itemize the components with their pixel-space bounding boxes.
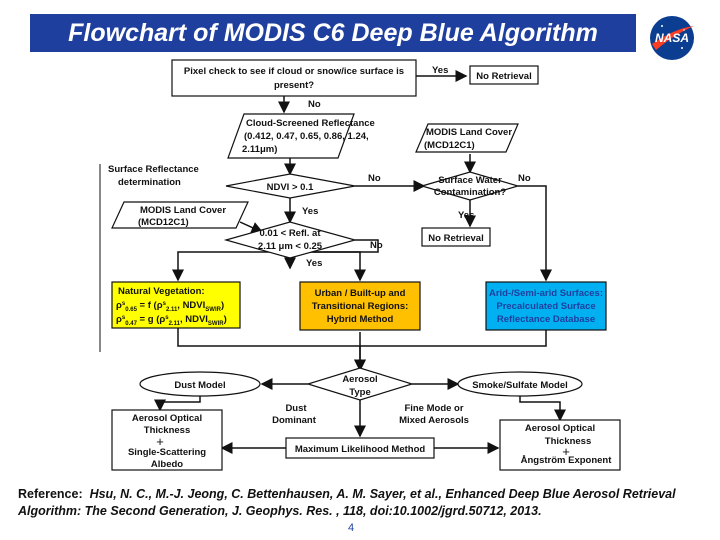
refl-no-label: No <box>370 240 383 251</box>
arid-box: Arid-/Semi-arid Surfaces: Precalculated … <box>485 281 607 331</box>
reference-text: Hsu, N. C., M.-J. Jeong, C. Bettenhausen… <box>18 487 676 518</box>
page-number: 4 <box>348 522 355 534</box>
surface-reflectance-label-1: Surface Reflectance <box>108 164 199 175</box>
svg-text:NDVI > 0.1: NDVI > 0.1 <box>267 182 314 193</box>
water-no-label: No <box>518 173 531 184</box>
aod-ssa-box: Aerosol Optical Thickness + Single-Scatt… <box>111 409 223 471</box>
land-cover-right-box: MODIS Land Cover (MCD12C1) <box>415 123 519 153</box>
pixel-yes-label: Yes <box>432 65 448 76</box>
svg-text:+: + <box>156 434 164 449</box>
svg-text:Urban / Built-up and: Urban / Built-up and <box>315 288 406 299</box>
svg-text:+: + <box>562 444 570 459</box>
svg-text:Natural Vegetation:: Natural Vegetation: <box>118 286 205 297</box>
smoke-model-ellipse: Smoke/Sulfate Model <box>457 371 583 397</box>
pixel-check-line-1: Pixel check to see if cloud or snow/ice … <box>184 66 404 77</box>
ndvi-yes-label: Yes <box>302 206 318 217</box>
reference-prefix: Reference: <box>18 487 83 501</box>
refl-yes-label: Yes <box>306 258 322 269</box>
svg-text:(MCD12C1): (MCD12C1) <box>424 140 475 151</box>
svg-text:Smoke/Sulfate Model: Smoke/Sulfate Model <box>472 380 568 391</box>
land-cover-left-box: MODIS Land Cover (MCD12C1) <box>111 201 249 229</box>
natural-vegetation-eq-1: ρs0.65 = f (ρs2.11, NDVISWIR) <box>116 300 224 313</box>
water-yes-label: Yes <box>458 210 474 221</box>
svg-text:Transitional Regions:: Transitional Regions: <box>312 301 409 312</box>
urban-box: Urban / Built-up and Transitional Region… <box>299 281 421 331</box>
pixel-no-label: No <box>308 99 321 110</box>
svg-text:Precalculated Surface: Precalculated Surface <box>496 301 595 312</box>
svg-text:2.11 μm < 0.25: 2.11 μm < 0.25 <box>258 241 323 252</box>
surface-reflectance-label-2: determination <box>118 177 181 188</box>
svg-text:Maximum Likelihood Method: Maximum Likelihood Method <box>295 444 426 455</box>
svg-text:Type: Type <box>349 387 370 398</box>
svg-text:Thickness: Thickness <box>144 425 190 436</box>
maximum-likelihood-box: Maximum Likelihood Method <box>285 437 435 459</box>
natural-vegetation-box: Natural Vegetation: ρs0.65 = f (ρs2.11, … <box>111 281 241 329</box>
svg-text:(MCD12C1): (MCD12C1) <box>138 217 189 228</box>
svg-text:Aerosol Optical: Aerosol Optical <box>132 413 202 424</box>
pixel-check-line-2: present? <box>274 80 314 91</box>
aod-angstrom-box: Aerosol Optical Thickness + Ångström Exp… <box>499 419 621 471</box>
svg-text:2.11μm): 2.11μm) <box>242 144 277 155</box>
nasa-logo-icon: NASA <box>650 16 694 60</box>
no-retrieval-box-1: No Retrieval <box>469 65 539 85</box>
reference-citation: Reference: Hsu, N. C., M.-J. Jeong, C. B… <box>18 486 708 520</box>
ndvi-diamond: NDVI > 0.1 <box>225 173 356 199</box>
no-retrieval-box-2: No Retrieval <box>421 227 491 247</box>
svg-text:Thickness: Thickness <box>545 436 591 447</box>
svg-text:NASA: NASA <box>655 31 689 45</box>
svg-text:0.01 < Refl. at: 0.01 < Refl. at <box>260 228 322 239</box>
natural-vegetation-eq-2: ρs0.47 = g (ρs2.11, NDVISWIR) <box>116 314 227 327</box>
dust-dominant-label-2: Dominant <box>272 415 317 426</box>
svg-text:Hybrid Method: Hybrid Method <box>327 314 394 325</box>
svg-text:Albedo: Albedo <box>151 459 183 470</box>
svg-text:No Retrieval: No Retrieval <box>476 71 531 82</box>
fine-mode-label-1: Fine Mode or <box>404 403 463 414</box>
svg-text:Aerosol Optical: Aerosol Optical <box>525 423 595 434</box>
svg-text:(0.412, 0.47, 0.65, 0.86, 1.24: (0.412, 0.47, 0.65, 0.86, 1.24, <box>244 131 369 142</box>
fine-mode-label-2: Mixed Aerosols <box>399 415 469 426</box>
page-title: Flowchart of MODIS C6 Deep Blue Algorith… <box>30 14 636 52</box>
aerosol-type-diamond: Aerosol Type <box>305 367 415 401</box>
surface-water-diamond: Surface Water Contamination? <box>419 171 521 201</box>
pixel-check-box: Pixel check to see if cloud or snow/ice … <box>171 59 417 97</box>
svg-text:Contamination?: Contamination? <box>434 187 506 198</box>
svg-text:Dust Model: Dust Model <box>174 380 225 391</box>
reflectance-diamond: 0.01 < Refl. at 2.11 μm < 0.25 <box>223 221 358 259</box>
svg-text:Single-Scattering: Single-Scattering <box>128 447 206 458</box>
svg-text:No Retrieval: No Retrieval <box>428 233 483 244</box>
dust-model-ellipse: Dust Model <box>139 371 261 397</box>
svg-text:MODIS Land Cover: MODIS Land Cover <box>426 127 512 138</box>
cloud-screened-reflectance-box: Cloud-Screened Reflectance (0.412, 0.47,… <box>227 113 375 159</box>
svg-text:Arid-/Semi-arid Surfaces:: Arid-/Semi-arid Surfaces: <box>489 288 603 299</box>
dust-dominant-label-1: Dust <box>285 403 307 414</box>
svg-text:Ångström Exponent: Ångström Exponent <box>521 455 613 466</box>
ndvi-no-label: No <box>368 173 381 184</box>
svg-text:MODIS Land Cover: MODIS Land Cover <box>140 205 226 216</box>
svg-text:Aerosol: Aerosol <box>342 374 377 385</box>
svg-text:Reflectance Database: Reflectance Database <box>497 314 595 325</box>
svg-text:Cloud-Screened Reflectance: Cloud-Screened Reflectance <box>246 118 375 129</box>
svg-text:Surface Water: Surface Water <box>438 175 502 186</box>
